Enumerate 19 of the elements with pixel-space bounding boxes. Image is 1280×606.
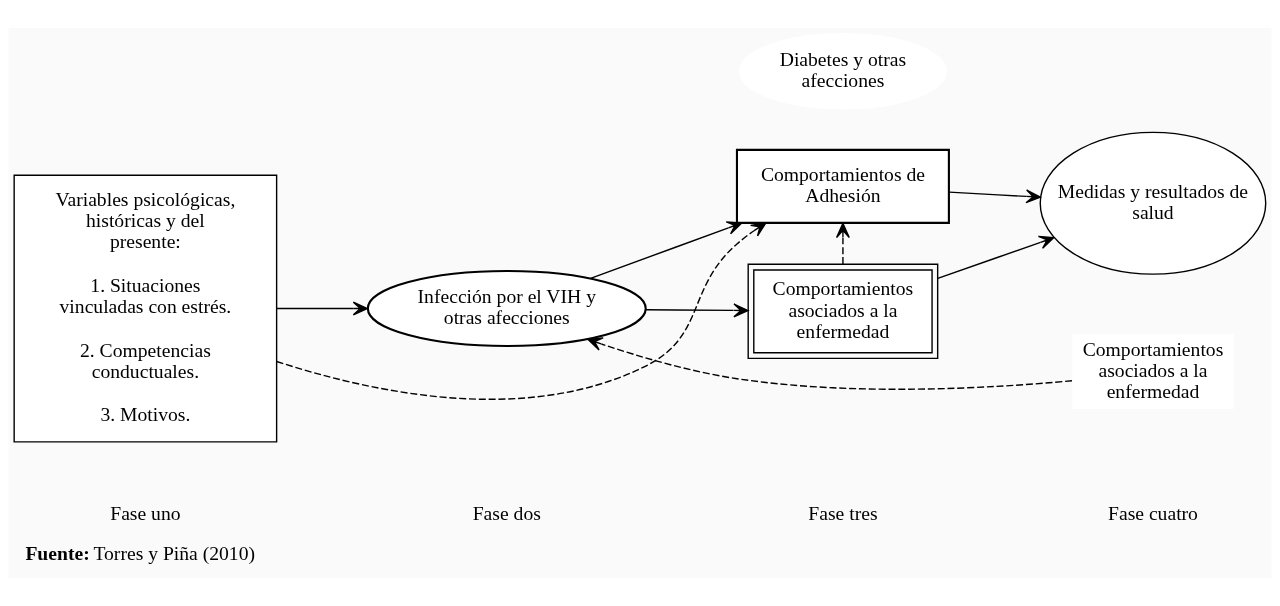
arrow (835, 222, 850, 265)
label: Fase dos (472, 502, 541, 525)
node-box: Comportamientos asociados a la enfermedad (747, 263, 939, 360)
label: Fase tres (808, 502, 878, 525)
arrow (645, 303, 749, 318)
node-box: Variables psicológicas, históricas y del presente: 1. Situaciones vinculadas con estrés. 2. Competencias conductuales. 3. Motivos. (13, 174, 278, 443)
arrow (587, 337, 1073, 390)
node-ellipse: Infección por el VIH y otras afecciones (366, 269, 647, 348)
node-box: Comportamientos de Adhesión (735, 148, 950, 224)
arrow (937, 235, 1055, 280)
label: Fase cuatro (1108, 502, 1198, 525)
node-text: Diabetes y otras afecciones (779, 47, 907, 92)
arrow (276, 301, 369, 316)
node-text: Comportamientos asociados a la enfermedad (1082, 337, 1224, 402)
caption: Fuente: Torres y Piña (2010) (25, 542, 256, 565)
arrow (589, 221, 743, 280)
arrow (275, 222, 767, 400)
arrow (948, 189, 1042, 204)
label: Fase uno (110, 502, 181, 525)
